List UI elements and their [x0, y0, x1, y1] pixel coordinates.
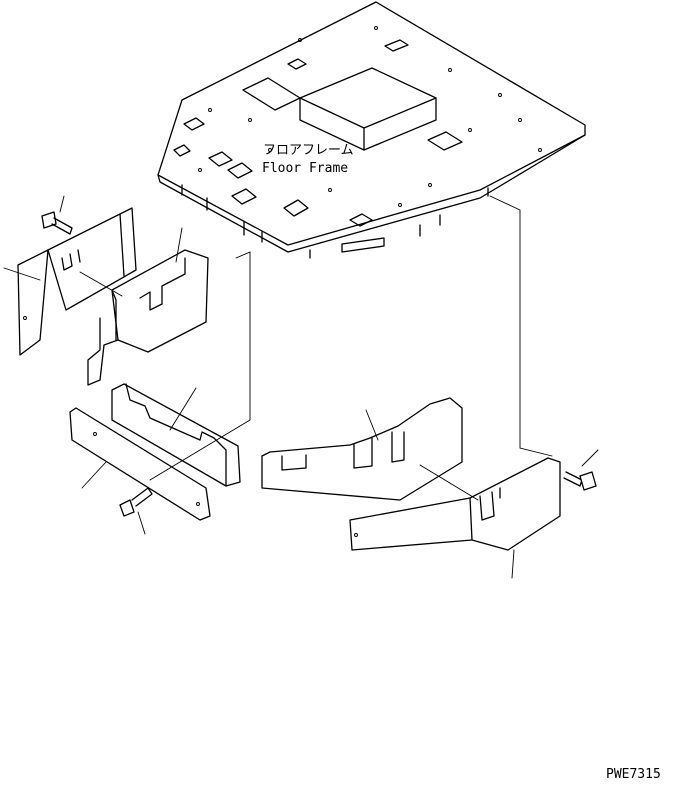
floor-frame-label-en: Floor Frame	[262, 161, 348, 176]
lower-left-bolt	[119, 487, 153, 517]
left-insulation-block	[87, 249, 209, 386]
right-insulation-block	[261, 397, 463, 501]
floor-frame-plate	[157, 1, 586, 259]
left-side-cover	[17, 207, 137, 356]
right-bolt	[563, 471, 597, 491]
lower-left-plate	[69, 407, 211, 521]
reference-lines	[3, 195, 599, 579]
lower-left-insulation-strip	[111, 383, 241, 487]
floor-frame-label-ja: フロアフレーム	[263, 143, 354, 158]
left-upper-bolt	[41, 211, 73, 235]
drawing-code: PWE7315	[606, 767, 661, 782]
right-side-cover	[349, 457, 561, 551]
